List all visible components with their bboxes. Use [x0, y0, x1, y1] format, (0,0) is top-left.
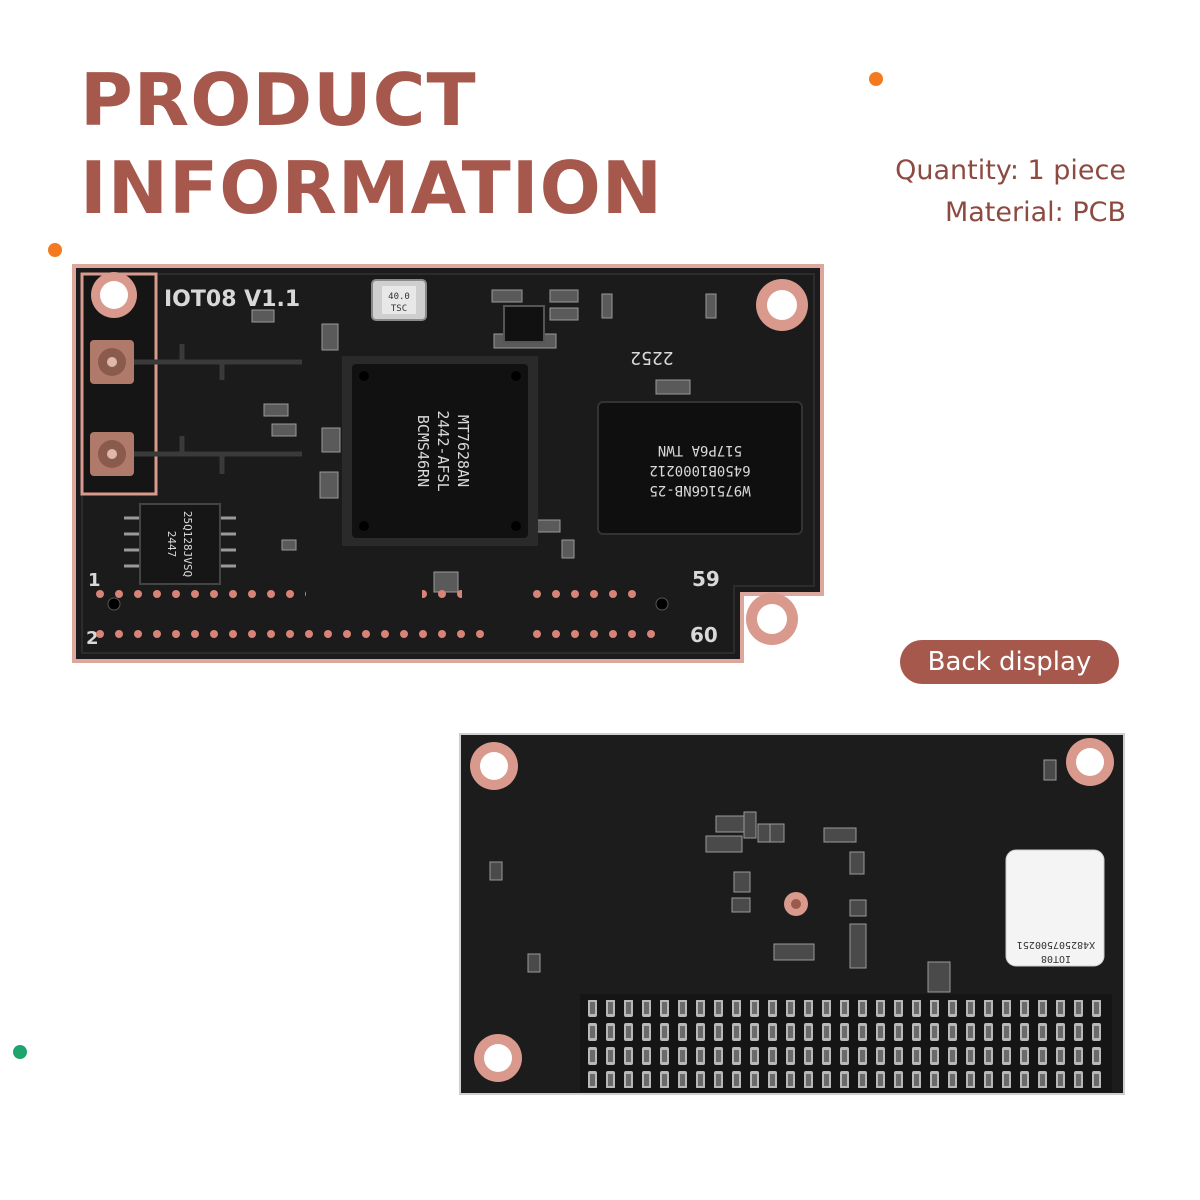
back-display-badge: Back display: [900, 640, 1119, 684]
page-title-line1: PRODUCT: [80, 58, 477, 142]
green-dot: [13, 1045, 27, 1059]
material-spec: Material: PCB: [944, 197, 1126, 228]
pin-label-59: 59: [692, 567, 720, 591]
flash-chip-line2: 2447: [165, 531, 178, 558]
pin-label-1: 1: [88, 570, 101, 591]
front-pcb-image: 40.0 TSC MT7628AN 2442-AFSL BCMS46RN W97…: [72, 264, 824, 663]
flash-chip-line1: 25Q128JVSQ: [181, 511, 194, 577]
orange-dot-left: [48, 243, 62, 257]
main-chip-line3: BCMS46RN: [414, 415, 432, 487]
memory-chip-line2: 6450B1000212: [649, 462, 750, 478]
pin-label-60: 60: [690, 623, 718, 647]
back-label-line1: X482507500251: [1017, 939, 1095, 950]
crystal-line1: 40.0: [388, 292, 410, 302]
memory-chip-line3: 517P6A TWN: [658, 442, 742, 458]
main-chip-line2: 2442-AFSL: [434, 410, 452, 491]
page-title-line2: INFORMATION: [80, 146, 664, 230]
orange-dot-top: [869, 72, 883, 86]
board-silkscreen: IOT08 V1.1: [164, 287, 300, 312]
main-chip-line1: MT7628AN: [454, 415, 472, 487]
memory-chip-line1: W9751G6NB-25: [649, 482, 750, 498]
quantity-spec: Quantity: 1 piece: [895, 155, 1126, 186]
back-pcb-image: X482507500251 IOT08: [459, 733, 1125, 1095]
crystal-line2: TSC: [391, 304, 407, 314]
back-label-line2: IOT08: [1041, 953, 1071, 964]
board-marking: 2252: [630, 347, 673, 368]
